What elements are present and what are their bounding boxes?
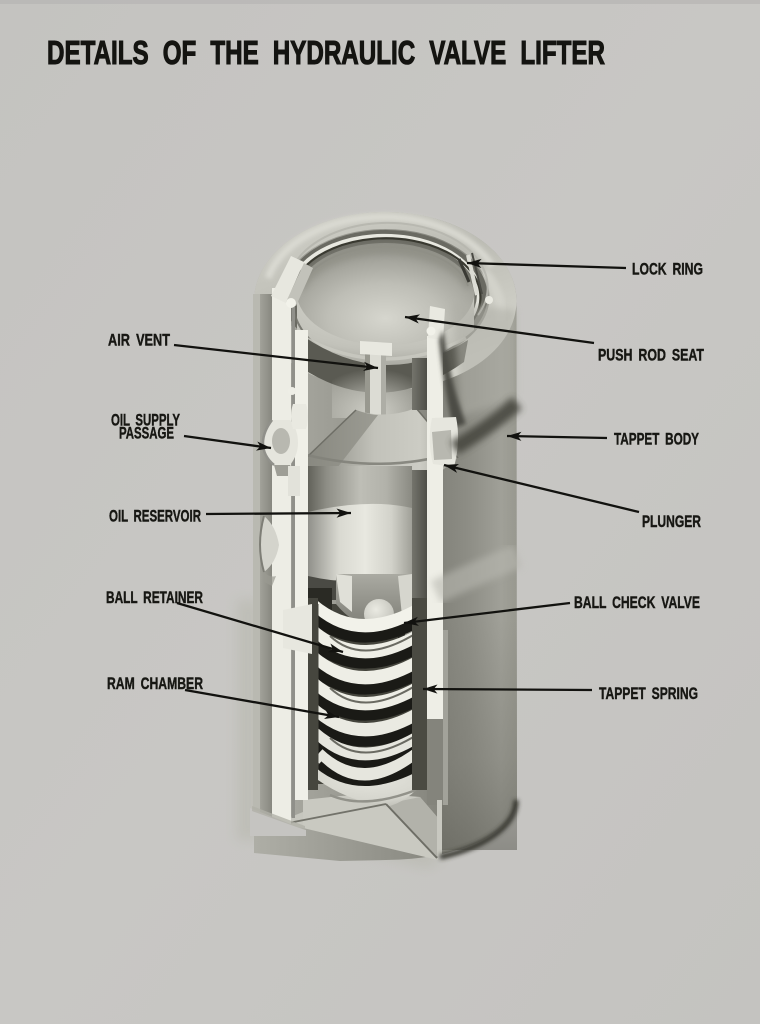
svg-text:PLUNGER: PLUNGER	[642, 512, 701, 531]
svg-text:BALL CHECK VALVE: BALL CHECK VALVE	[574, 593, 700, 612]
svg-text:TAPPET SPRING: TAPPET SPRING	[599, 684, 698, 703]
svg-text:PUSH ROD SEAT: PUSH ROD SEAT	[598, 346, 704, 365]
svg-text:OIL RESERVOIR: OIL RESERVOIR	[109, 507, 201, 526]
svg-text:BALL RETAINER: BALL RETAINER	[106, 588, 203, 607]
svg-text:AIR VENT: AIR VENT	[108, 331, 170, 350]
svg-text:DETAILS OF THE HYDRAULIC VALVE: DETAILS OF THE HYDRAULIC VALVE LIFTER	[47, 34, 605, 71]
svg-text:TAPPET BODY: TAPPET BODY	[614, 430, 699, 449]
svg-text:RAM CHAMBER: RAM CHAMBER	[107, 674, 203, 693]
svg-text:PASSAGE: PASSAGE	[119, 424, 174, 443]
svg-text:OIL SUPPLY: OIL SUPPLY	[111, 411, 180, 430]
svg-text:LOCK RING: LOCK RING	[632, 260, 703, 279]
